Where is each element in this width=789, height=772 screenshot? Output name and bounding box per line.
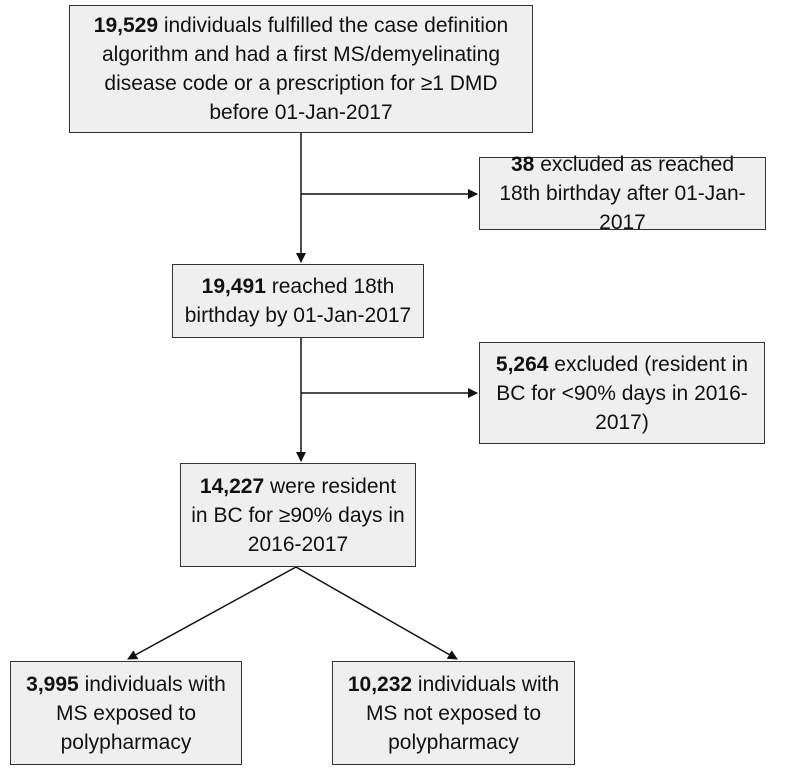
start-description: individuals fulfilled the case definitio… bbox=[101, 14, 509, 124]
start-text: 19,529 individuals fulfilled the case de… bbox=[80, 11, 522, 127]
outcome-not-exposed-text: 10,232 individuals with MS not exposed t… bbox=[343, 670, 564, 757]
step-3-text: 14,227 were resident in BC for ≥90% days… bbox=[191, 472, 405, 559]
step-2-description: reached 18th birthday by 01-Jan-2017 bbox=[184, 275, 412, 327]
exclusion-1-description: excluded as reached 18th birthday after … bbox=[499, 153, 746, 234]
outcome-exposed-box: 3,995 individuals with MS exposed to pol… bbox=[10, 661, 242, 765]
outcome-exposed-description: individuals with MS exposed to polypharm… bbox=[55, 672, 226, 754]
step-2-text: 19,491 reached 18th birthday by 01-Jan-2… bbox=[183, 272, 413, 330]
outcome-exposed-text: 3,995 individuals with MS exposed to pol… bbox=[21, 670, 231, 757]
exclusion-2-count: 5,264 bbox=[495, 352, 549, 376]
exclusion-1-text: 38 excluded as reached 18th birthday aft… bbox=[490, 150, 755, 237]
start-box: 19,529 individuals fulfilled the case de… bbox=[69, 5, 533, 133]
exclusion-box-1: 38 excluded as reached 18th birthday aft… bbox=[479, 153, 766, 234]
step-3-box: 14,227 were resident in BC for ≥90% days… bbox=[180, 463, 416, 567]
exclusion-1-count: 38 bbox=[511, 153, 535, 176]
arrow-to-outcome-exposed bbox=[127, 566, 297, 660]
step-2-count: 19,491 bbox=[201, 275, 266, 298]
step-3-description: were resident in BC for ≥90% days in 201… bbox=[191, 474, 405, 556]
outcome-not-exposed-description: individuals with MS not exposed to polyp… bbox=[365, 672, 560, 754]
step-3-count: 14,227 bbox=[199, 474, 265, 498]
outcome-not-exposed-box: 10,232 individuals with MS not exposed t… bbox=[332, 661, 575, 765]
outcome-not-exposed-count: 10,232 bbox=[347, 672, 413, 696]
exclusion-box-2: 5,264 excluded (resident in BC for <90% … bbox=[479, 342, 765, 444]
outcome-exposed-count: 3,995 bbox=[26, 672, 79, 696]
step-2-box: 19,491 reached 18th birthday by 01-Jan-2… bbox=[172, 264, 424, 338]
arrow-to-outcome-not-exposed bbox=[295, 566, 458, 660]
start-count: 19,529 bbox=[93, 14, 158, 37]
exclusion-2-description: excluded (resident in BC for <90% days i… bbox=[496, 352, 749, 434]
exclusion-2-text: 5,264 excluded (resident in BC for <90% … bbox=[490, 350, 754, 437]
